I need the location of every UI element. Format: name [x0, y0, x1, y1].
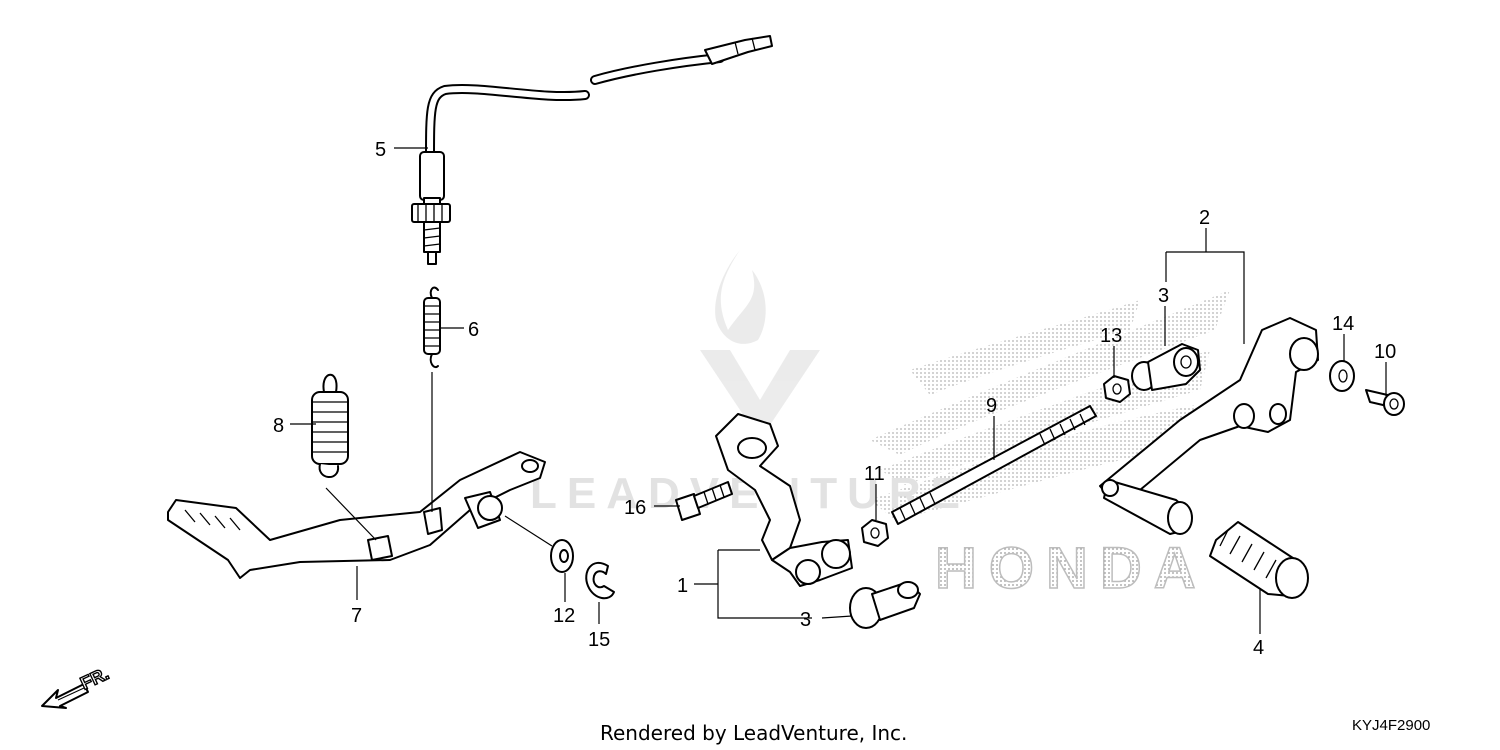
callout-7: 7 — [351, 605, 362, 627]
leadventure-logo-watermark — [700, 250, 820, 440]
honda-brand-watermark: HONDA — [935, 536, 1208, 601]
callout-11: 11 — [864, 463, 885, 485]
callout-9: 9 — [986, 395, 997, 417]
part-8-spring — [311, 373, 349, 478]
callout-15: 15 — [588, 629, 610, 651]
part-16-bolt — [675, 481, 733, 521]
part-15-clip — [585, 561, 615, 600]
part-1-gearshift-arm — [715, 413, 853, 587]
part-7-brake-pedal — [167, 451, 546, 579]
part-9-tie-rod — [891, 405, 1097, 525]
diagram-code: KYJ4F2900 — [1352, 717, 1430, 734]
part-5-switch-cable — [411, 35, 773, 265]
part-11-nut — [861, 519, 889, 547]
part-2-gearshift-pedal — [1099, 317, 1319, 535]
part-6-spring — [423, 286, 441, 368]
part-3-ball-joint-lower — [849, 581, 921, 629]
callout-14: 14 — [1332, 313, 1354, 335]
honda-wing-watermark — [870, 290, 1230, 520]
callout-3-upper: 3 — [1158, 285, 1169, 307]
part-12-washer — [550, 539, 574, 573]
part-10-bolt — [1365, 389, 1405, 416]
part-13-nut — [1103, 375, 1131, 403]
part-14-washer — [1329, 360, 1355, 392]
callout-1: 1 — [677, 575, 688, 597]
callout-8: 8 — [273, 415, 284, 437]
callout-3-lower: 3 — [800, 609, 811, 631]
part-3-ball-joint-upper — [1131, 343, 1201, 391]
callout-2: 2 — [1199, 207, 1210, 229]
callout-6: 6 — [468, 319, 479, 341]
callout-16: 16 — [624, 497, 646, 519]
footer-credit: Rendered by LeadVenture, Inc. — [600, 721, 907, 745]
part-4-foot-rubber — [1209, 521, 1309, 599]
callout-5: 5 — [375, 139, 386, 161]
leader-lines — [290, 147, 1387, 634]
callout-13: 13 — [1100, 325, 1122, 347]
callout-12: 12 — [553, 605, 575, 627]
callout-4: 4 — [1253, 637, 1264, 659]
front-direction-arrow-icon — [41, 683, 89, 709]
callout-10: 10 — [1374, 341, 1396, 363]
